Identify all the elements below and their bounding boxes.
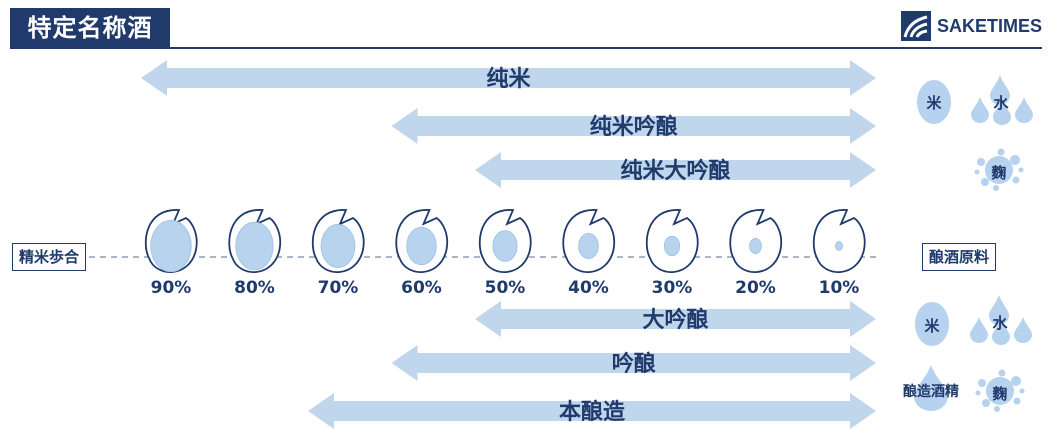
honjozo-rice-icon xyxy=(915,302,949,346)
daiginjo-label: 大吟酿 xyxy=(642,307,708,333)
honjozo-koji-icon xyxy=(975,369,1025,412)
grain-core xyxy=(492,230,518,262)
junmai-ginjo-arrow xyxy=(391,108,876,144)
honjozo-rice-label: 米 xyxy=(924,317,940,335)
junmai-water-drop-icon xyxy=(993,99,1011,125)
honjozo-water-drop-icon xyxy=(1014,317,1032,343)
honjozo-water-drop-icon xyxy=(992,319,1010,345)
junmai-water-drop-icon xyxy=(971,97,989,123)
grain-core xyxy=(578,232,599,259)
title-underline xyxy=(10,47,1042,49)
honjozo-alcohol-label: 酿造酒精 xyxy=(903,383,959,400)
rice-grain-90% xyxy=(144,209,198,273)
honjozo-water-label: 水 xyxy=(992,314,1008,332)
junmai-label: 纯米 xyxy=(486,66,531,92)
rice-grain-70% xyxy=(311,209,365,273)
ginjo-arrow xyxy=(391,345,876,381)
honjozo-koji-label: 麴 xyxy=(991,385,1007,403)
rice-grain-10% xyxy=(812,209,866,273)
junmai-water-label: 水 xyxy=(993,94,1009,112)
grain-core xyxy=(406,226,437,266)
junmai-daiginjo-arrow xyxy=(475,152,876,188)
junmai-water-drop-icon xyxy=(990,75,1010,106)
junmai-koji-icon xyxy=(974,148,1024,191)
page-title: 特定名称酒 xyxy=(10,8,170,48)
polishing-ratio-20%: 20% xyxy=(735,278,776,298)
polishing-ratio-axis-label: 精米歩合 xyxy=(12,243,87,271)
ingredient-icons: 米水麴米水酿造酒精麴 xyxy=(903,75,1033,412)
grain-core xyxy=(150,219,192,273)
grain-core xyxy=(320,224,356,268)
brand-logo-block: SAKETIMES xyxy=(900,10,1042,42)
junmai-daiginjo-label: 纯米大吟酿 xyxy=(620,158,730,184)
polishing-ratio-60%: 60% xyxy=(401,278,442,298)
rice-grain-20% xyxy=(729,209,783,273)
junmai-water-drop-icon xyxy=(1015,97,1033,123)
junmai-rice-icon xyxy=(917,80,951,124)
polishing-ratio-labels: 90% 80% 70% 60% 50% 40% 30% 20% 10% xyxy=(151,278,860,298)
polishing-ratio-40%: 40% xyxy=(568,278,609,298)
rice-grain-80% xyxy=(228,209,282,273)
honjozo-water-drop-icon xyxy=(989,295,1009,325)
polishing-ratio-80%: 80% xyxy=(234,278,275,298)
ginjo-label: 吟酿 xyxy=(612,351,656,377)
polishing-ratio-70%: 70% xyxy=(318,278,359,298)
honjozo-arrow xyxy=(308,393,876,429)
junmai-ginjo-label: 纯米吟酿 xyxy=(590,114,678,140)
junmai-arrow xyxy=(141,60,876,96)
junmai-rice-label: 米 xyxy=(926,94,942,112)
rice-grain-60% xyxy=(395,209,449,273)
polishing-ratio-30%: 30% xyxy=(652,278,693,298)
polishing-ratio-10%: 10% xyxy=(819,278,860,298)
rice-grain-row xyxy=(144,209,866,273)
polishing-ratio-50%: 50% xyxy=(485,278,526,298)
grain-core xyxy=(835,241,843,251)
saketimes-logo-icon xyxy=(900,11,931,41)
rice-grain-50% xyxy=(478,209,532,273)
grain-core xyxy=(235,221,274,271)
rice-grain-30% xyxy=(645,209,699,273)
brand-name: SAKETIMES xyxy=(936,15,1042,36)
grain-core xyxy=(663,235,681,257)
daiginjo-arrow xyxy=(475,301,876,337)
honjozo-water-drop-icon xyxy=(970,317,988,343)
honjozo-label: 本酿造 xyxy=(559,399,625,425)
rice-grain-40% xyxy=(562,209,616,273)
honjozo-alcohol-drop-icon xyxy=(914,365,948,411)
polishing-ratio-90%: 90% xyxy=(151,278,192,298)
junmai-koji-label: 麴 xyxy=(990,164,1006,182)
ingredients-axis-label: 酿酒原料 xyxy=(922,243,997,271)
grain-core xyxy=(749,238,762,254)
grain-outline xyxy=(812,209,866,273)
